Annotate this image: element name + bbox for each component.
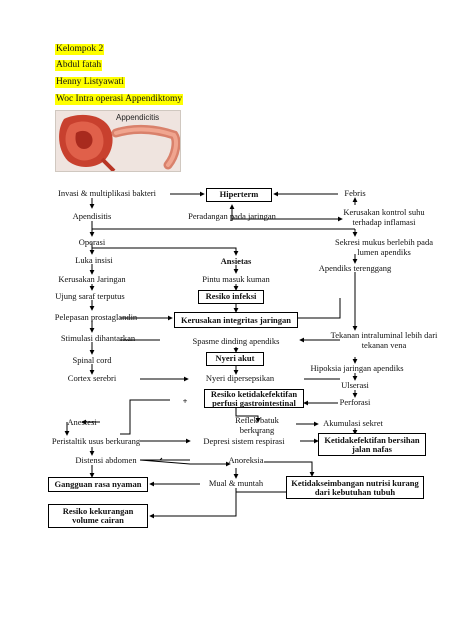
node-invasi: Invasi & multiplikasi bakteri: [58, 188, 156, 198]
illustration-caption: Appendicitis: [116, 113, 160, 122]
node-gangguan-rasa-nyaman: Gangguan rasa nyaman: [48, 477, 148, 492]
node-resiko-ketidakefektifan: Resiko ketidakefektifan perfusi gastroin…: [204, 389, 304, 408]
node-spasme: Spasme dinding apendiks: [192, 336, 280, 346]
node-kerusakan-jaringan: Kerusakan Jaringan: [58, 274, 126, 284]
node-hiperterm: Hiperterm: [206, 188, 272, 202]
node-operasi: Operasi: [78, 237, 106, 247]
node-ulserasi: Ulserasi: [341, 380, 369, 390]
node-sekresi: Sekresi mukus berlebih pada lumen apendi…: [335, 237, 433, 257]
node-anoreksia: Anoreksia: [228, 455, 264, 465]
node-ansietas: Ansietas: [220, 256, 252, 266]
node-anestesi: Anestesi: [67, 417, 97, 427]
node-febris: Febris: [344, 188, 366, 198]
node-ketidakseimbangan-nutrisi: Ketidakseimbangan nutrisi kurang dari ke…: [286, 476, 424, 499]
edge-anestesi-link: [120, 399, 170, 435]
edge-mual-right: [235, 488, 290, 493]
node-nyeri-dipersepsikan: Nyeri dipersepsikan: [205, 373, 275, 383]
edge-integritas-up: [298, 298, 341, 319]
node-perforasi: Perforasi: [339, 397, 371, 407]
node-ujung-saraf: Ujung saraf terputus: [55, 291, 125, 301]
node-distensi: Distensi abdomen: [75, 455, 137, 465]
edge-distensi-tick: [159, 457, 163, 461]
intestine-image: [56, 111, 180, 171]
document-title: Woc Intra operasi Appendiktomy: [55, 94, 184, 105]
node-refleks-batuk: Reflek batuk berkurang: [235, 415, 279, 435]
node-resiko-infeksi: Resiko infeksi: [198, 290, 264, 304]
edge-mual-kekurangan: [149, 488, 237, 519]
node-apendiks-terenggang: Apendiks terenggang: [318, 263, 392, 273]
node-nyeri-akut: Nyeri akut: [206, 352, 264, 366]
node-spinal: Spinal cord: [72, 355, 112, 365]
node-ketidakefektifan-jalan-nafas: Ketidakefektifan bersihan jalan nafas: [318, 433, 426, 456]
member-name-1: Abdul fatah: [55, 60, 103, 71]
node-akumulasi-sekret: Akumulasi sekret: [323, 418, 383, 428]
node-resiko-kekurangan-volume: Resiko kekurangan volume cairan: [48, 504, 148, 528]
node-apendisitis: Apendisitis: [72, 211, 112, 221]
node-pelepasan: Pelepasan prostaglandin: [54, 312, 138, 322]
appendicitis-illustration: Appendicitis: [55, 110, 181, 172]
node-luka-insisi: Luka insisi: [75, 255, 113, 265]
edge-distensi-anoreksia: [139, 459, 231, 467]
node-depresi: Depresi sistem respirasi: [203, 436, 285, 446]
node-hipoksia: Hipoksia jaringan apendiks: [310, 363, 404, 373]
edge-operasi-ansietas: [92, 247, 239, 256]
node-pintu-masuk: Pintu masuk kuman: [202, 274, 270, 284]
edge-anoreksia-nutrisi: [264, 461, 315, 477]
node-cortex: Cortex serebri: [67, 373, 117, 383]
node-peristaltik: Peristaltik usus berkurang: [51, 436, 141, 446]
group-label: Kelompok 2: [55, 44, 105, 55]
member-name-2: Henny Listyawati: [55, 77, 125, 88]
node-mual-muntah: Mual & muntah: [208, 478, 264, 488]
node-stimulasi: Stimulasi dihantarkan: [60, 333, 136, 343]
edge-resiko-refleks: [235, 408, 261, 423]
node-tekanan: Tekanan intraluminal lebih dari tekanan …: [330, 330, 438, 350]
node-kerusakan-integritas: Kerusakan integritas jaringan: [174, 312, 298, 328]
node-peradangan: Peradangan pada jaringan: [188, 211, 276, 221]
node-kerusakan-kontrol: Kerusakan kontrol suhu terhadap inflamas…: [343, 207, 425, 227]
plus-marker: +: [182, 396, 188, 406]
